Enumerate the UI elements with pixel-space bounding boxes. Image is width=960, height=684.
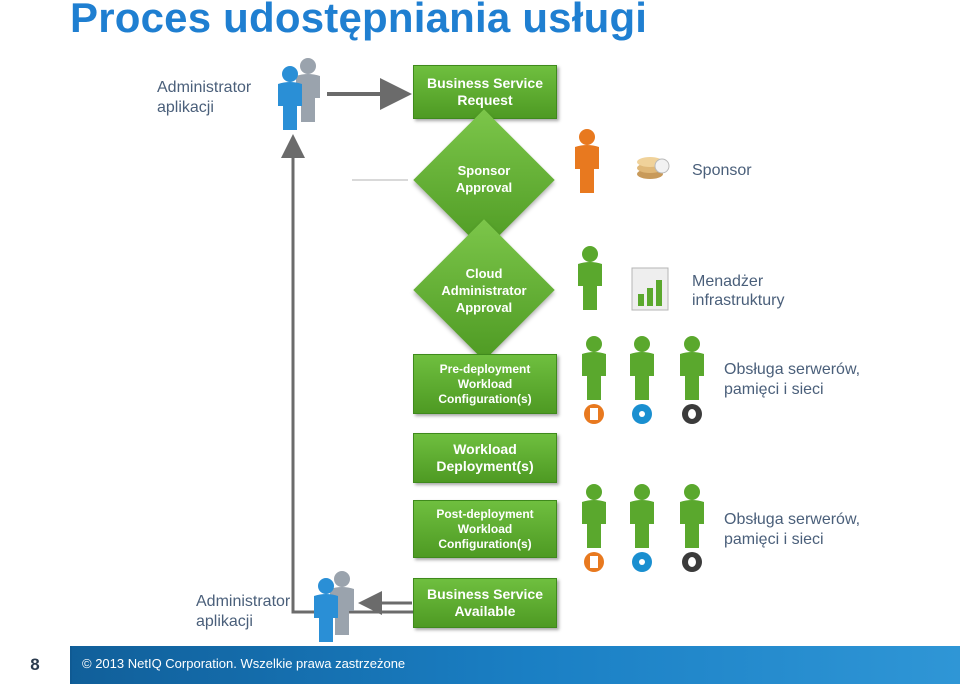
step-cloud-admin-approval-label: Cloud Administrator Approval	[441, 266, 527, 315]
person-icon	[578, 246, 602, 310]
person-icon	[680, 484, 704, 548]
step-business-service-available: Business Service Available	[413, 578, 557, 628]
person-icon	[680, 336, 704, 400]
storage-icon	[584, 552, 604, 572]
role-infra-manager: Menadżer infrastruktury	[692, 273, 785, 309]
step-sponsor-approval-label: Sponsor Approval	[455, 163, 513, 195]
footer-bar	[0, 646, 960, 684]
database-icon	[682, 552, 702, 572]
database-icon	[682, 404, 702, 424]
person-icon	[630, 336, 654, 400]
step-workload-deployment: Workload Deployment(s)	[413, 433, 557, 483]
page-title: Proces udostępniania usługi	[70, 0, 648, 41]
step-post-deployment: Post-deployment Workload Configuration(s…	[413, 500, 557, 558]
role-ops-pre: Obsługa serwerów, pamięci i sieci	[724, 361, 861, 398]
user-group-icon	[278, 58, 320, 130]
network-icon	[632, 404, 652, 424]
role-ops-post: Obsługa serwerów, pamięci i sieci	[724, 511, 861, 548]
page-number: 8	[30, 655, 40, 674]
copyright-text: © 2013 NetIQ Corporation. Wszelkie prawa…	[82, 656, 406, 671]
person-icon	[582, 336, 606, 400]
role-app-admin-top: Administrator aplikacji	[157, 79, 252, 116]
person-icon	[630, 484, 654, 548]
coins-icon	[637, 157, 670, 179]
role-sponsor: Sponsor	[692, 162, 752, 179]
role-app-admin-bottom: Administrator aplikacji	[196, 593, 291, 630]
page-number-box	[0, 646, 72, 684]
network-icon	[632, 552, 652, 572]
bar-chart-icon	[631, 267, 669, 311]
step-pre-deployment: Pre-deployment Workload Configuration(s)	[413, 354, 557, 414]
storage-icon	[584, 404, 604, 424]
person-icon	[575, 129, 599, 193]
person-icon	[582, 484, 606, 548]
user-group-icon	[314, 571, 354, 642]
